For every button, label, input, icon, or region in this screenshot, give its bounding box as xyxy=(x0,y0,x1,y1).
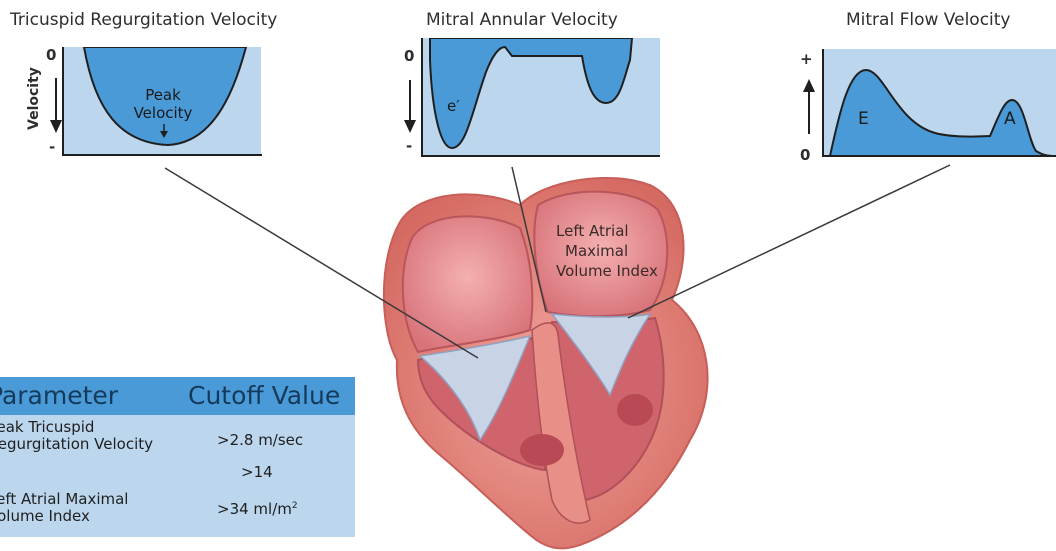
cutoff-table-header: Parameter Cutoff Value xyxy=(0,377,355,415)
header-cutoff-value: Cutoff Value xyxy=(188,381,340,410)
tr-velocity-panel: Tricuspid Regurgitation Velocity 0 - Vel… xyxy=(9,10,277,156)
row-value: >34 ml/m2 xyxy=(217,500,298,518)
table-row: >14 xyxy=(0,463,355,487)
ma-tick-negative: - xyxy=(406,137,412,155)
mitral-annular-panel: Mitral Annular Velocity 0 - e′ xyxy=(404,10,660,157)
table-row: Left Atrial Maximal Volume Index >34 ml/… xyxy=(0,491,355,531)
table-row: Peak Tricuspid Regurgitation Velocity >2… xyxy=(0,419,355,459)
lv-papillary-muscle xyxy=(617,394,653,426)
row-param-line1: Peak Tricuspid xyxy=(0,419,153,436)
ma-tick-zero: 0 xyxy=(404,47,414,65)
tr-down-arrow-icon xyxy=(50,78,62,133)
heart-label-line2: Maximal xyxy=(565,242,628,260)
row-value: >2.8 m/sec xyxy=(217,431,303,449)
mf-a-wave-label: A xyxy=(1004,109,1016,129)
row-param-line1: Left Atrial Maximal xyxy=(0,491,128,508)
mf-e-wave-label: E xyxy=(858,109,869,129)
mf-tick-zero: 0 xyxy=(800,146,810,164)
mf-panel-title: Mitral Flow Velocity xyxy=(846,10,1011,30)
heart-label-line1: Left Atrial xyxy=(556,222,629,240)
rv-papillary-muscle xyxy=(520,434,564,466)
cutoff-table: Parameter Cutoff Value Peak Tricuspid Re… xyxy=(0,377,355,537)
ma-e-prime-label: e′ xyxy=(447,97,460,115)
ma-down-arrow-icon xyxy=(404,80,416,133)
mitral-flow-panel: Mitral Flow Velocity + 0 E A xyxy=(800,10,1056,164)
heart-label-line3: Volume Index xyxy=(556,262,658,280)
tr-peak-label-line1: Peak xyxy=(145,86,181,104)
mf-up-arrow-icon xyxy=(803,79,815,134)
ma-panel-title: Mitral Annular Velocity xyxy=(426,10,618,30)
heart-right-atrium xyxy=(403,216,533,352)
tr-peak-label-line2: Velocity xyxy=(134,104,193,122)
tr-tick-negative: - xyxy=(49,138,55,156)
tr-panel-title: Tricuspid Regurgitation Velocity xyxy=(9,10,277,30)
header-parameter: Parameter xyxy=(0,381,118,410)
row-value: >14 xyxy=(241,463,273,481)
mf-tick-plus: + xyxy=(800,50,813,68)
row-param-line2: Regurgitation Velocity xyxy=(0,436,153,453)
tr-tick-zero: 0 xyxy=(46,46,56,64)
heart-illustration: Left Atrial Maximal Volume Index xyxy=(384,178,708,548)
row-param-line2: Volume Index xyxy=(0,508,128,525)
tr-y-axis-label: Velocity xyxy=(26,67,42,130)
